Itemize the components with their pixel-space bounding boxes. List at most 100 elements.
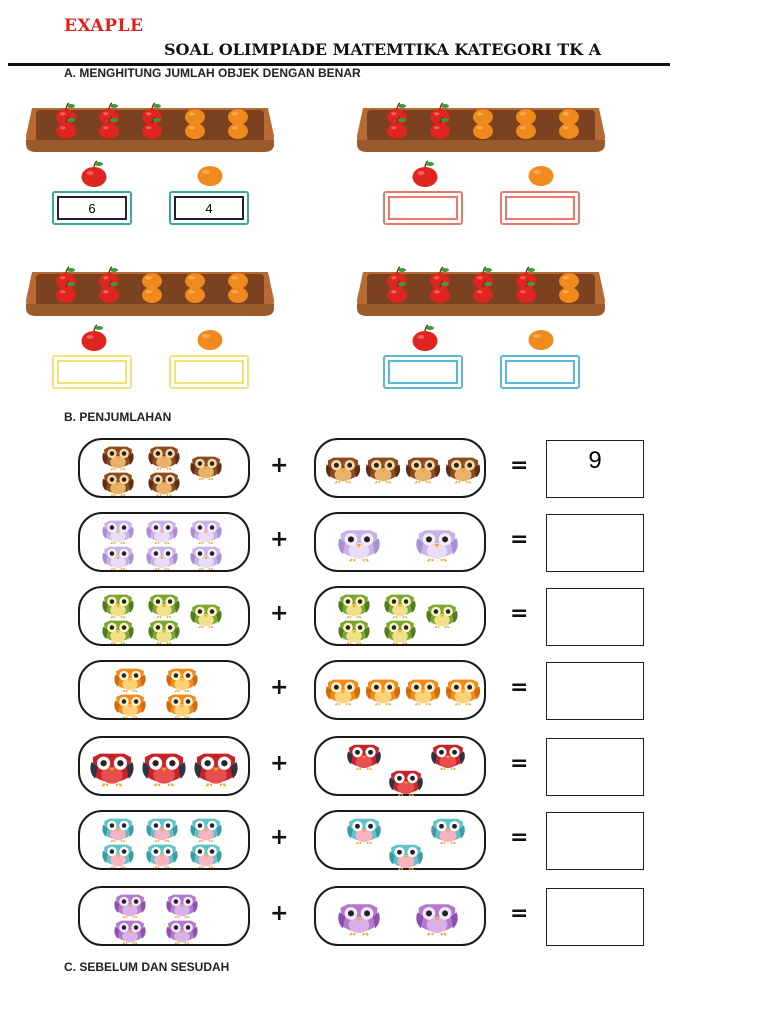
section-b-heading: B. PENJUMLAHAN: [64, 410, 172, 424]
orange-count-value: [505, 196, 575, 220]
owl-icon: [336, 618, 372, 649]
equals-sign: =: [510, 751, 529, 776]
apple-count-box[interactable]: 6: [52, 191, 132, 225]
sum-answer-box[interactable]: [546, 738, 644, 796]
equals-sign: =: [510, 825, 529, 850]
owl-icon: [404, 676, 442, 711]
right-owl-group: [314, 736, 486, 797]
orange-count-box[interactable]: [169, 355, 249, 389]
equals-sign: =: [510, 901, 529, 926]
apple-icon: [66, 324, 122, 359]
right-owl-group: [314, 810, 486, 871]
owl-icon: [144, 518, 180, 549]
owl-icon: [162, 918, 202, 949]
apple-count-value: [388, 196, 458, 220]
left-owl-group: [78, 512, 250, 572]
plus-sign: +: [270, 453, 289, 478]
owl-icon: [100, 470, 136, 501]
owl-icon: [146, 592, 182, 623]
orange-icon: [513, 324, 569, 359]
owl-icon: [444, 454, 482, 489]
owl-icon: [110, 666, 150, 697]
page-title: SOAL OLIMPIADE MATEMTIKA KATEGORI TK A: [164, 40, 602, 59]
orange-count-box[interactable]: [500, 191, 580, 225]
owl-icon: [88, 748, 136, 793]
equals-sign: =: [510, 453, 529, 478]
owl-icon: [324, 454, 362, 489]
owl-icon: [324, 676, 362, 711]
plus-sign: +: [270, 901, 289, 926]
owl-icon: [188, 544, 224, 575]
owl-icon: [188, 842, 224, 873]
owl-icon: [146, 444, 182, 475]
owl-icon: [110, 692, 150, 723]
owl-icon: [428, 742, 468, 775]
orange-icon: [182, 160, 238, 195]
title-divider: [8, 63, 670, 66]
owl-icon: [144, 842, 180, 873]
sum-answer-box[interactable]: 9: [546, 440, 644, 498]
sum-answer-box[interactable]: [546, 662, 644, 720]
apple-count-box[interactable]: [383, 355, 463, 389]
section-c-heading: C. SEBELUM DAN SESUDAH: [64, 960, 230, 974]
owl-icon: [100, 618, 136, 649]
owl-icon: [162, 666, 202, 697]
owl-icon: [404, 454, 442, 489]
owl-icon: [146, 470, 182, 501]
section-a-heading: A. MENGHITUNG JUMLAH OBJEK DENGAN BENAR: [64, 66, 361, 80]
fruit-tray: [355, 262, 607, 318]
left-owl-group: [78, 660, 250, 720]
sum-answer-value: 9: [588, 447, 602, 474]
owl-icon: [192, 748, 240, 793]
sum-answer-box[interactable]: [546, 888, 644, 946]
orange-count-value: 4: [174, 196, 244, 220]
left-owl-group: [78, 886, 250, 946]
owl-icon: [444, 676, 482, 711]
owl-icon: [364, 454, 402, 489]
left-owl-group: [78, 736, 250, 796]
owl-icon: [100, 816, 136, 847]
example-label: EXAPLE: [64, 16, 144, 36]
apple-icon: [66, 160, 122, 195]
owl-icon: [336, 592, 372, 623]
equals-sign: =: [510, 675, 529, 700]
owl-icon: [188, 602, 224, 633]
owl-icon: [162, 892, 202, 923]
orange-count-box[interactable]: [500, 355, 580, 389]
sum-answer-box[interactable]: [546, 588, 644, 646]
owl-icon: [386, 768, 426, 801]
owl-icon: [144, 816, 180, 847]
apple-count-value: 6: [57, 196, 127, 220]
right-owl-group: [314, 512, 486, 572]
owl-icon: [100, 842, 136, 873]
left-owl-group: [78, 438, 250, 498]
apple-icon: [397, 160, 453, 195]
owl-icon: [414, 524, 460, 569]
owl-icon: [146, 618, 182, 649]
owl-icon: [188, 454, 224, 485]
owl-icon: [364, 676, 402, 711]
sum-answer-box[interactable]: [546, 812, 644, 870]
orange-count-value: [505, 360, 575, 384]
owl-icon: [424, 602, 460, 633]
owl-icon: [188, 518, 224, 549]
owl-icon: [336, 524, 382, 569]
apple-count-box[interactable]: [52, 355, 132, 389]
sum-answer-box[interactable]: [546, 514, 644, 572]
owl-icon: [144, 544, 180, 575]
owl-icon: [188, 816, 224, 847]
plus-sign: +: [270, 527, 289, 552]
apple-count-box[interactable]: [383, 191, 463, 225]
orange-count-box[interactable]: 4: [169, 191, 249, 225]
owl-icon: [414, 898, 460, 943]
owl-icon: [110, 892, 150, 923]
right-owl-group: [314, 586, 486, 646]
right-owl-group: [314, 438, 486, 498]
equals-sign: =: [510, 527, 529, 552]
owl-icon: [336, 898, 382, 943]
owl-icon: [382, 618, 418, 649]
owl-icon: [428, 816, 468, 849]
owl-icon: [140, 748, 188, 793]
owl-icon: [344, 742, 384, 775]
owl-icon: [100, 544, 136, 575]
